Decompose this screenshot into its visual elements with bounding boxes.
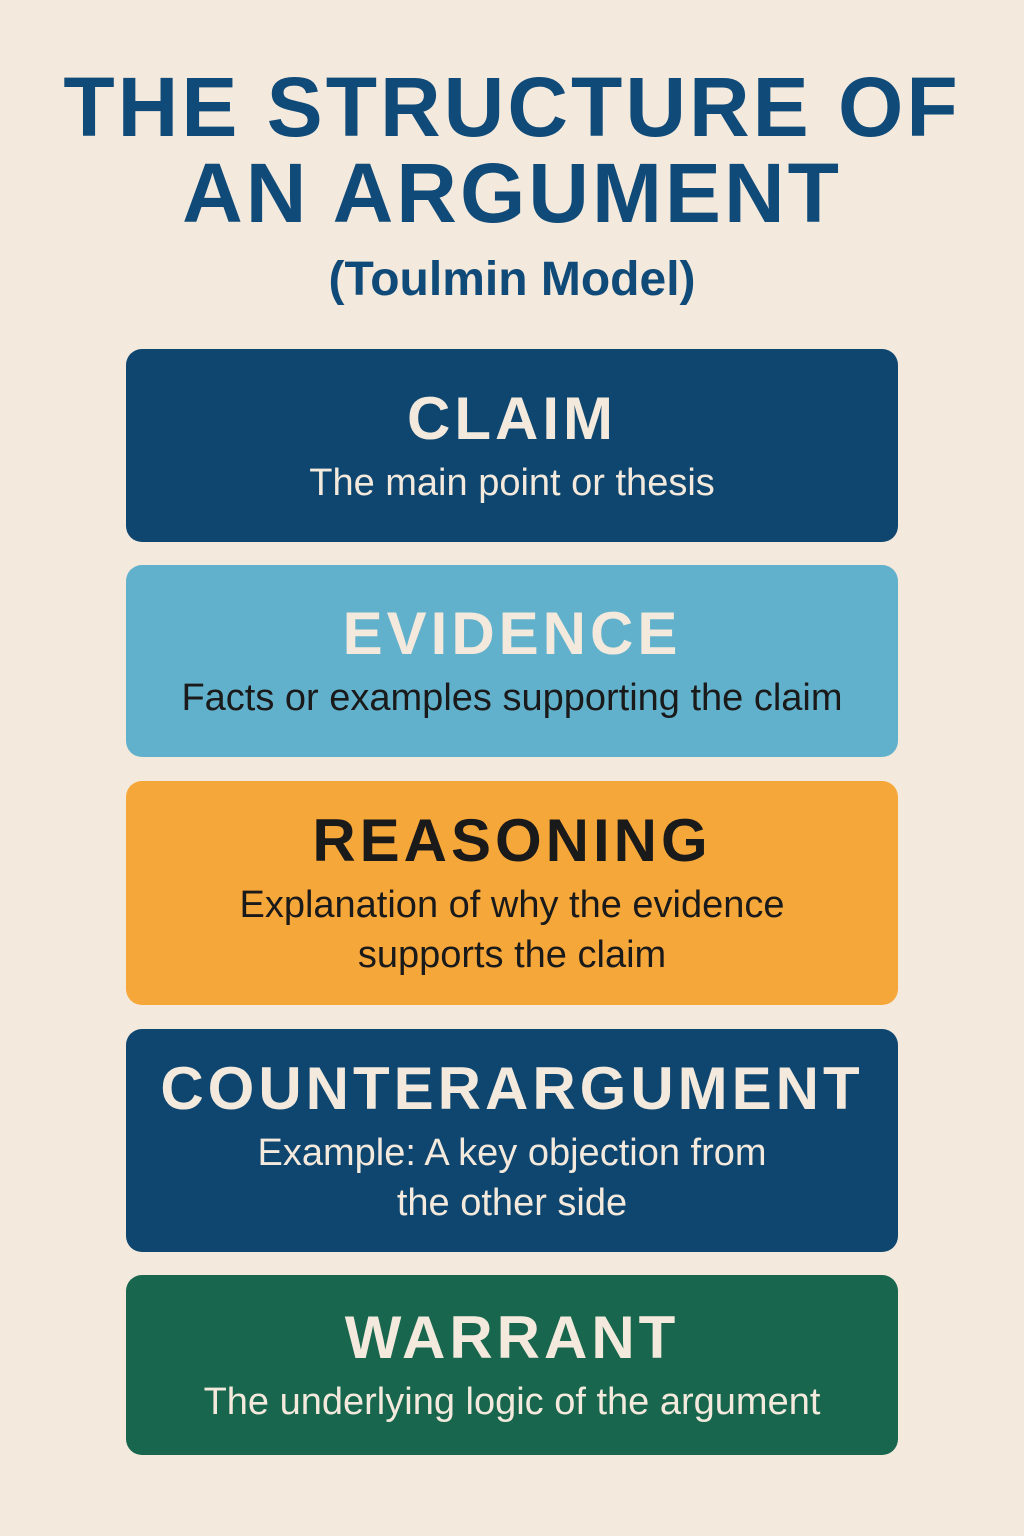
- evidence-description: Facts or examples supporting the claim: [181, 677, 843, 719]
- claim-heading: CLAIM: [407, 384, 617, 452]
- reasoning-box: REASONING Explanation of why the evidenc…: [126, 781, 898, 1005]
- claim-box: CLAIM The main point or thesis: [126, 349, 898, 542]
- reasoning-description: Explanation of why the evidence supports…: [239, 884, 785, 976]
- title-line-2: AN ARGUMENT: [182, 146, 842, 240]
- counterargument-heading: COUNTERARGUMENT: [160, 1054, 864, 1122]
- warrant-description: The underlying logic of the argument: [203, 1381, 821, 1423]
- evidence-box: EVIDENCE Facts or examples supporting th…: [126, 565, 898, 757]
- title-line-1: THE STRUCTURE OF: [63, 60, 961, 154]
- counterargument-box: COUNTERARGUMENT Example: A key objection…: [126, 1029, 898, 1252]
- warrant-heading: WARRANT: [344, 1304, 680, 1371]
- reasoning-heading: REASONING: [312, 807, 712, 874]
- warrant-box: WARRANT The underlying logic of the argu…: [126, 1275, 898, 1455]
- subtitle: (Toulmin Model): [328, 253, 696, 306]
- counterargument-description: Example: A key objection from the other …: [257, 1131, 767, 1224]
- evidence-heading: EVIDENCE: [342, 600, 682, 667]
- claim-description: The main point or thesis: [309, 461, 715, 504]
